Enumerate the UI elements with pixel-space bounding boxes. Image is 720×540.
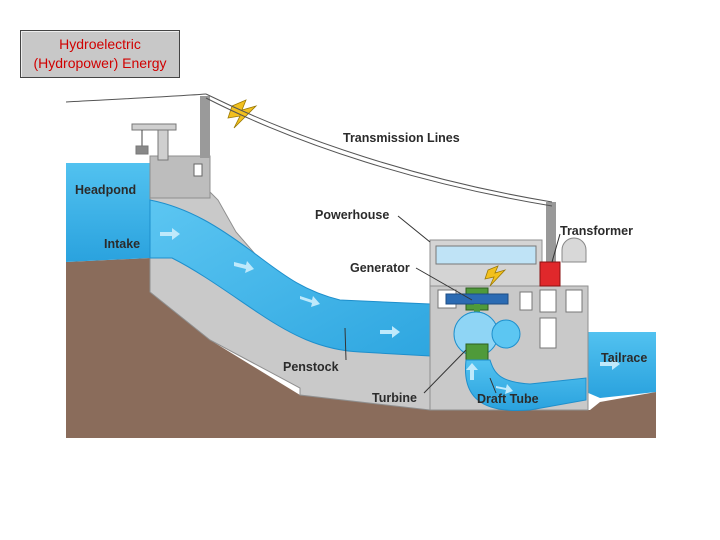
label-transformer: Transformer [560,224,633,238]
label-generator: Generator [350,261,410,275]
right-tower [546,202,556,262]
crane [131,123,177,161]
penstock-water [149,199,431,357]
transformer-housing [561,237,587,263]
headpond-water [66,163,150,262]
dam-crest [149,155,211,199]
transmission-lines [65,93,553,207]
title-box: Hydroelectric (Hydropower) Energy [20,30,180,78]
transformer-icon [539,261,561,287]
label-penstock: Penstock [283,360,339,374]
draft-tube-arrow [496,384,513,394]
label-headpond: Headpond [75,183,136,197]
title-line-1: Hydroelectric [59,36,141,52]
leader-lines [344,215,561,394]
label-tailrace: Tailrace [601,351,647,365]
left-tower [200,96,210,158]
label-intake: Intake [104,237,140,251]
lightning-icon-generator [484,265,507,287]
ground-right [430,392,656,438]
turbine-arrow-up [466,363,478,380]
flow-arrows [160,228,620,370]
tailrace-water [586,332,656,398]
label-powerhouse: Powerhouse [315,208,389,222]
intake-gate [193,163,203,177]
title-line-2: (Hydropower) Energy [33,55,167,71]
draft-tube-water [464,359,587,412]
turbine-icon [453,311,521,361]
lightning-icon-top [227,99,258,129]
ground [66,258,300,438]
label-draft-tube: Draft Tube [477,392,539,406]
label-turbine: Turbine [372,391,417,405]
label-transmission-lines: Transmission Lines [343,131,460,145]
